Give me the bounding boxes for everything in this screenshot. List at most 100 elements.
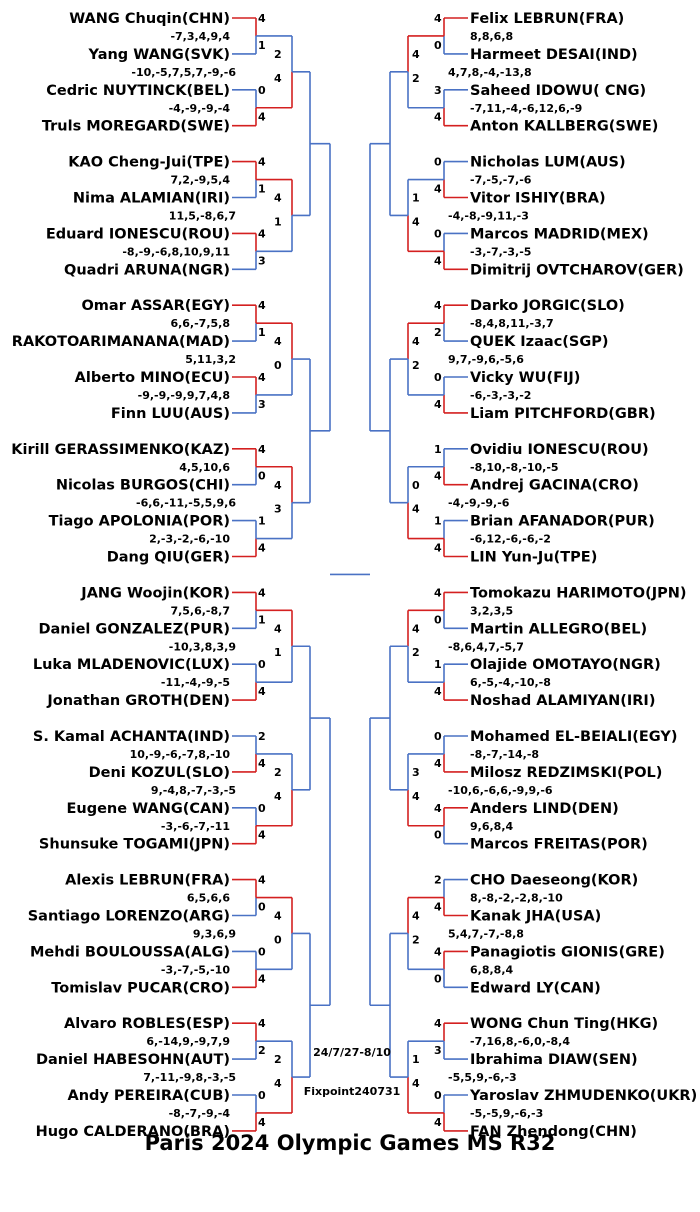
- game-score: -8,-9,-6,8,10,9,11: [122, 245, 230, 258]
- game-score: 9,6,8,4: [470, 820, 513, 833]
- player-name: FAN Zhendong(CHN): [470, 1124, 637, 1140]
- games-won: 1: [434, 515, 442, 528]
- player-name: Eduard IONESCU(ROU): [46, 226, 230, 242]
- game-score: 6,5,6,6: [187, 892, 230, 905]
- left-half-bracket: WANG Chuqin(CHN)Yang WANG(SVK)-7,3,4,9,4…: [11, 11, 293, 1140]
- games-won: 4: [412, 215, 420, 228]
- game-score: 9,7,-9,6,-5,6: [448, 353, 524, 366]
- game-score: -8,-7,-9,-4: [169, 1107, 231, 1120]
- game-score: -8,10,-8,-10,-5: [470, 461, 559, 474]
- player-name: QUEK Izaac(SGP): [470, 334, 609, 350]
- player-name: Nicholas LUM(AUS): [470, 155, 626, 171]
- games-won: 3: [412, 766, 420, 779]
- game-score: -7,11,-4,-6,12,6,-9: [470, 102, 582, 115]
- game-score: -8,4,8,11,-3,7: [470, 317, 554, 330]
- games-won: 1: [258, 326, 266, 339]
- game-score: -4,-9,-9,-6: [448, 497, 510, 510]
- player-name: Vicky WU(FIJ): [470, 370, 580, 386]
- player-name: Olajide OMOTAYO(NGR): [470, 657, 661, 673]
- games-won: 4: [434, 1116, 442, 1129]
- games-won: 4: [258, 227, 266, 240]
- games-won: 2: [412, 646, 420, 659]
- player-name: Darko JORGIC(SLO): [470, 298, 625, 314]
- game-score: 6,8,8,4: [470, 963, 513, 976]
- player-name: JANG Woojin(KOR): [80, 585, 230, 601]
- games-won: 3: [434, 1044, 442, 1057]
- player-name: Noshad ALAMIYAN(IRI): [470, 693, 655, 709]
- games-won: 1: [274, 215, 282, 228]
- game-score: -6,-3,-3,-2: [470, 389, 531, 402]
- player-name: Harmeet DESAI(IND): [470, 47, 638, 63]
- games-won: 2: [258, 730, 266, 743]
- player-name: Quadri ARUNA(NGR): [64, 262, 230, 278]
- games-won: 4: [258, 685, 266, 698]
- player-name: Hugo CALDERANO(BRA): [36, 1124, 230, 1140]
- games-won: 4: [412, 503, 420, 516]
- game-score: 6,-5,-4,-10,-8: [470, 676, 551, 689]
- event-dates: 24/7/27-8/10: [313, 1046, 391, 1059]
- game-score: -10,-5,7,5,7,-9,-6: [131, 66, 236, 79]
- game-score: -5,5,9,-6,-3: [448, 1071, 517, 1084]
- games-won: 0: [434, 156, 442, 169]
- player-name: Tiago APOLONIA(POR): [49, 514, 230, 530]
- games-won: 0: [258, 84, 266, 97]
- player-name: Alberto MINO(ECU): [75, 370, 230, 386]
- game-score: -6,12,-6,-6,-2: [470, 533, 551, 546]
- player-name: Vitor ISHIY(BRA): [470, 191, 606, 207]
- games-won: 2: [412, 933, 420, 946]
- games-won: 0: [258, 470, 266, 483]
- player-name: Mohamed EL-BEIALI(EGY): [470, 729, 677, 745]
- games-won: 0: [434, 829, 442, 842]
- player-name: KAO Cheng-Jui(TPE): [68, 155, 230, 171]
- player-name: Tomokazu HARIMOTO(JPN): [470, 585, 687, 601]
- games-won: 1: [434, 443, 442, 456]
- player-name: Felix LEBRUN(FRA): [470, 11, 624, 27]
- player-name: WANG Chuqin(CHN): [69, 11, 230, 27]
- game-score: 6,6,-7,5,8: [170, 317, 230, 330]
- game-score: -7,3,4,9,4: [170, 30, 230, 43]
- games-won: 4: [258, 1116, 266, 1129]
- game-score: -6,6,-11,-5,5,9,6: [136, 497, 236, 510]
- games-won: 0: [258, 1089, 266, 1102]
- page-title: Paris 2024 Olympic Games MS R32: [145, 1131, 556, 1155]
- games-won: 0: [434, 972, 442, 985]
- games-won: 1: [412, 1053, 420, 1066]
- player-name: Eugene WANG(CAN): [66, 801, 230, 817]
- games-won: 4: [434, 757, 442, 770]
- game-score: 9,-4,8,-7,-3,-5: [151, 784, 236, 797]
- player-name: Panagiotis GIONIS(GRE): [470, 944, 665, 960]
- games-won: 4: [274, 910, 282, 923]
- games-won: 4: [258, 1017, 266, 1030]
- games-won: 4: [412, 910, 420, 923]
- player-name: Kanak JHA(USA): [470, 909, 601, 925]
- player-name: S. Kamal ACHANTA(IND): [33, 729, 230, 745]
- game-score: -5,-5,9,-6,-3: [470, 1107, 543, 1120]
- games-won: 0: [434, 1089, 442, 1102]
- games-won: 4: [274, 790, 282, 803]
- player-name: Edward LY(CAN): [470, 980, 601, 996]
- games-won: 1: [412, 192, 420, 205]
- game-score: 4,7,8,-4,-13,8: [448, 66, 532, 79]
- games-won: 4: [434, 254, 442, 267]
- player-name: Anton KALLBERG(SWE): [470, 119, 658, 135]
- games-won: 4: [258, 874, 266, 887]
- games-won: 4: [258, 443, 266, 456]
- game-score: -4,-8,-9,11,-3: [448, 209, 529, 222]
- games-won: 4: [434, 183, 442, 196]
- game-score: -10,6,-6,6,-9,9,-6: [448, 784, 553, 797]
- player-name: LIN Yun-Ju(TPE): [470, 550, 597, 566]
- games-won: 4: [274, 192, 282, 205]
- games-won: 1: [258, 183, 266, 196]
- player-name: Nima ALAMIAN(IRI): [73, 191, 230, 207]
- games-won: 4: [258, 371, 266, 384]
- games-won: 2: [412, 72, 420, 85]
- player-name: Alvaro ROBLES(ESP): [64, 1016, 230, 1032]
- games-won: 0: [258, 658, 266, 671]
- games-won: 4: [434, 1017, 442, 1030]
- player-name: Dang QIU(GER): [107, 550, 230, 566]
- game-score: 4,5,10,6: [179, 461, 230, 474]
- games-won: 4: [434, 685, 442, 698]
- player-name: Deni KOZUL(SLO): [89, 765, 230, 781]
- games-won: 4: [434, 111, 442, 124]
- game-score: 5,11,3,2: [185, 353, 236, 366]
